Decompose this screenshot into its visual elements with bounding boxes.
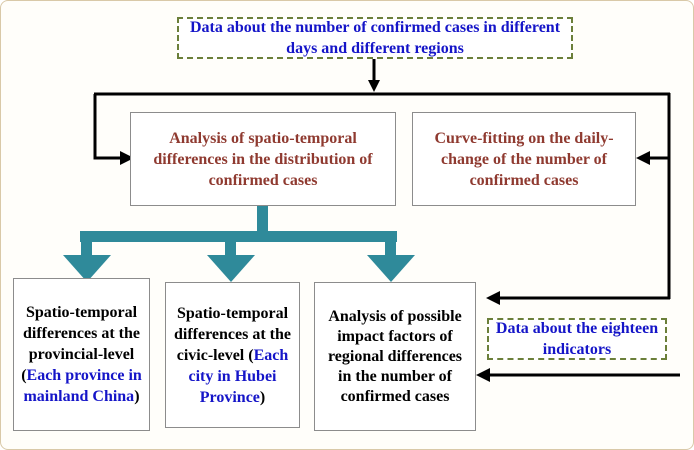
- teal-stem: [257, 206, 268, 232]
- data-cases-text: Data about the number of confirmed cases…: [189, 19, 561, 57]
- provincial-paren-close: ): [134, 388, 140, 405]
- curve-fitting-box: Curve-fitting on the daily-change of the…: [412, 112, 636, 206]
- provincial-paren-open: (: [21, 367, 27, 384]
- teal-right-stem: [385, 240, 396, 256]
- provincial-box: Spatio-temporal differences at the provi…: [13, 278, 150, 431]
- analysis-spatiotemporal-box: Analysis of spatio-temporal differences …: [130, 112, 396, 206]
- teal-mid-stem: [225, 240, 236, 256]
- civic-main: Spatio-temporal differences at the civic…: [174, 304, 291, 364]
- left-branch-line: [93, 94, 124, 160]
- provincial-text: Spatio-temporal differences at the provi…: [17, 302, 146, 407]
- arrow-data-down-head: [368, 80, 380, 92]
- civic-paren-open: (: [248, 346, 254, 364]
- teal-left-arrowhead: [63, 255, 111, 282]
- impact-lower-arrowhead: [476, 368, 490, 382]
- impact-factors-text: Analysis of possible impact factors of r…: [327, 307, 463, 405]
- impact-factors-box: Analysis of possible impact factors of r…: [314, 282, 476, 431]
- impact-upper-arrowhead: [486, 291, 500, 305]
- civic-text: Spatio-temporal differences at the civic…: [172, 303, 293, 408]
- data-cases-box: Data about the number of confirmed cases…: [177, 17, 573, 59]
- curve-branch-arrowhead: [636, 151, 650, 165]
- teal-left-stem: [81, 240, 92, 256]
- curve-fitting-text: Curve-fitting on the daily-change of the…: [434, 129, 614, 189]
- data-indicators-text: Data about the eighteen indicators: [495, 320, 659, 358]
- left-branch-arrowhead: [120, 151, 134, 165]
- analysis-spatiotemporal-text: Analysis of spatio-temporal differences …: [153, 129, 373, 189]
- data-indicators-box: Data about the eighteen indicators: [487, 318, 667, 360]
- provincial-note: Each province in mainland China: [23, 367, 142, 405]
- civic-paren-close: ): [259, 388, 266, 406]
- teal-distribution: [63, 206, 415, 282]
- civic-note: Each city in Hubei Province: [188, 346, 289, 406]
- teal-right-arrowhead: [367, 255, 415, 282]
- teal-bar: [80, 231, 397, 242]
- teal-mid-arrowhead: [207, 255, 255, 282]
- civic-box: Spatio-temporal differences at the civic…: [165, 282, 300, 428]
- provincial-main: Spatio-temporal differences at the provi…: [23, 304, 140, 363]
